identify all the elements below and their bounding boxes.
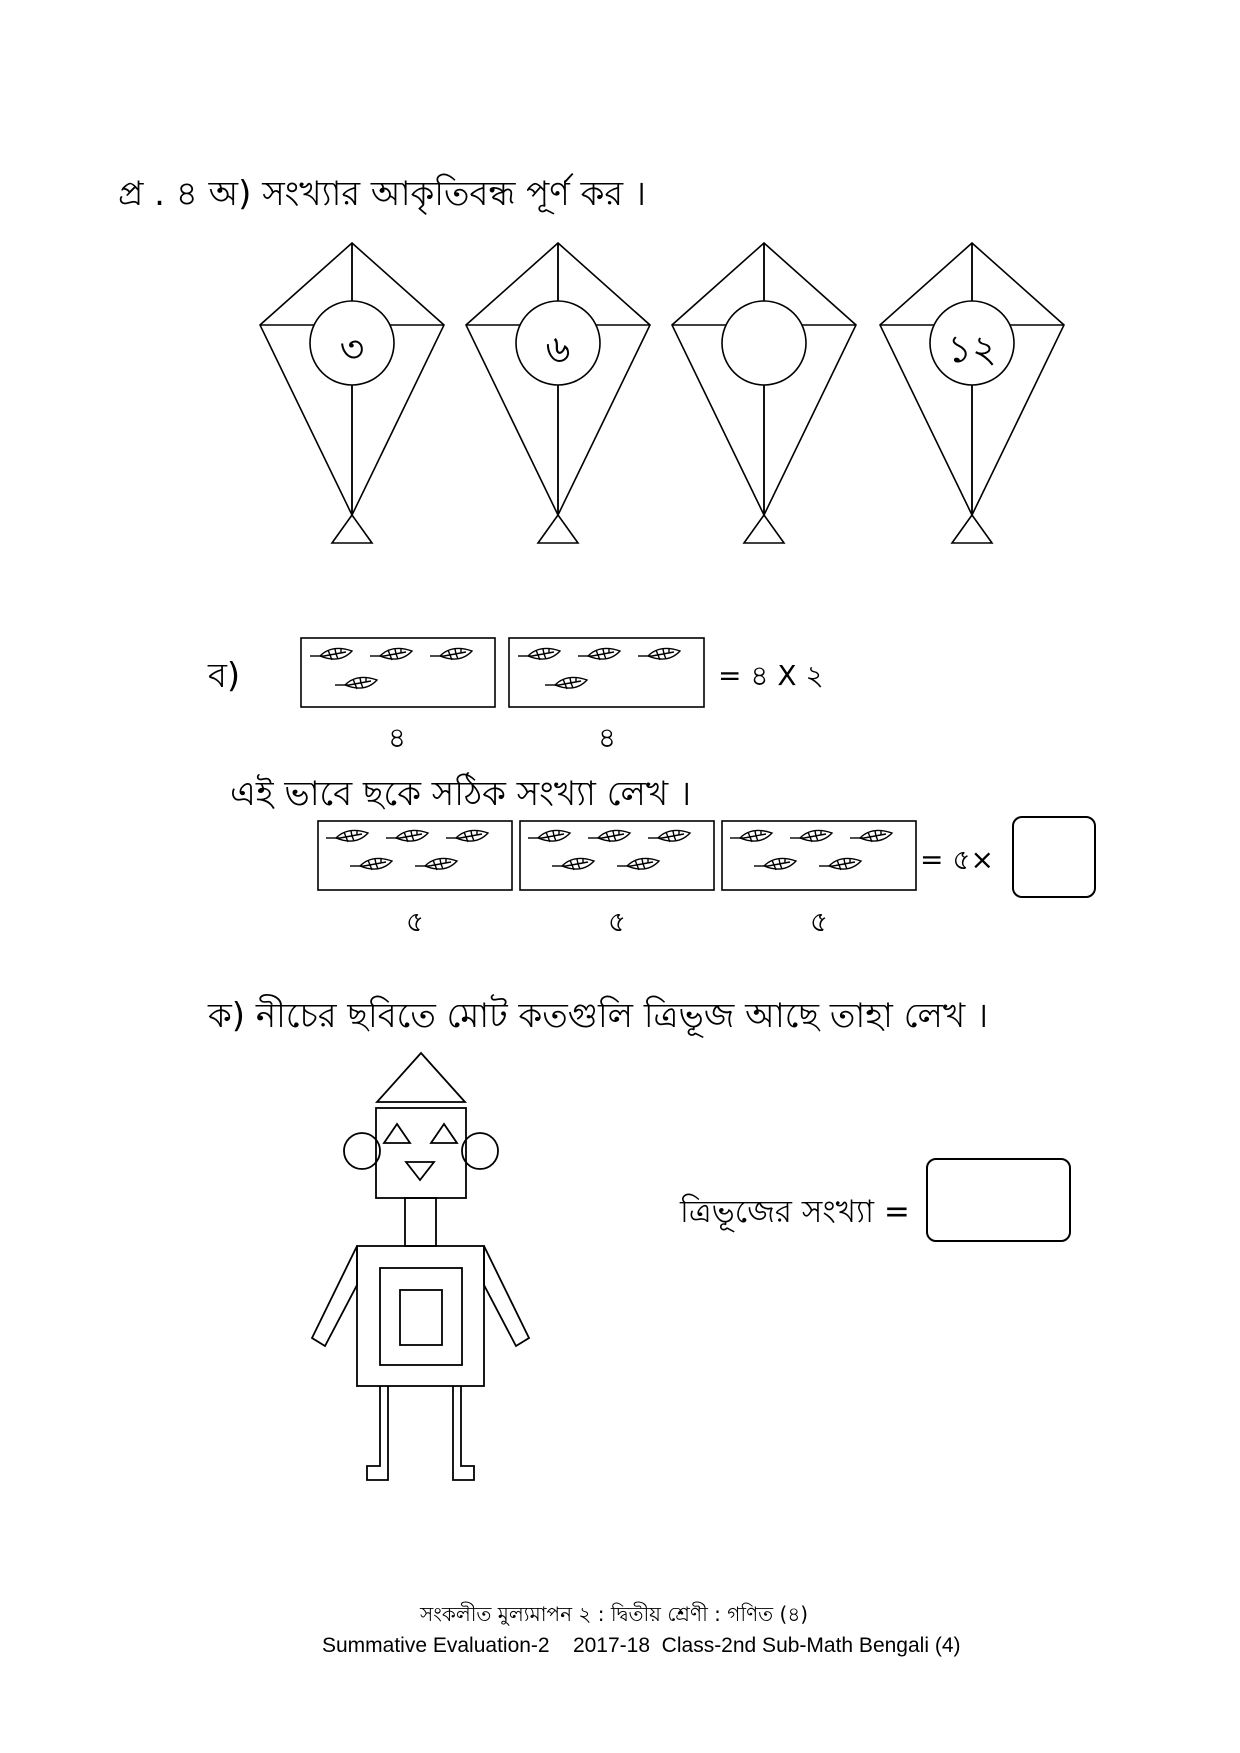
- part-b-instruction: এই ভাবে ছকে সঠিক সংখ্যা লেখ ।: [230, 774, 692, 814]
- example-leaf-box-2: [508, 637, 705, 708]
- kite-3: [671, 242, 857, 544]
- example-leaves-2: [517, 647, 681, 690]
- exercise-leaves-1: [325, 829, 489, 871]
- example-count-1: ৪: [387, 721, 407, 754]
- kite-number-1: ৩: [339, 327, 365, 371]
- footer-english: Summative Evaluation-2 2017-18 Class-2nd…: [322, 1634, 961, 1657]
- exercise-leaves-2: [527, 829, 691, 871]
- exercise-count-3: ৫: [809, 905, 829, 938]
- exercise-leaf-box-3: [721, 820, 917, 891]
- part-k-heading: ক) নীচের ছবিতে মোট কতগুলি ত্রিভূজ আছে তা…: [208, 996, 989, 1036]
- exercise-equation: = ৫×: [920, 843, 994, 876]
- exercise-leaf-box-2: [519, 820, 715, 891]
- exercise-count-1: ৫: [405, 905, 425, 938]
- robot-figure: [310, 1051, 531, 1481]
- example-leaf-box-1: [300, 637, 496, 708]
- example-leaves-1: [309, 647, 473, 690]
- exercise-leaf-box-1: [317, 820, 513, 891]
- triangle-count-answer-box[interactable]: [926, 1158, 1071, 1242]
- example-equation: = ৪ X ২: [718, 659, 824, 692]
- footer-bengali: সংকলীত মুল্যমাপন ২ : দ্বিতীয় শ্রেণী : গ…: [420, 1602, 809, 1626]
- kite-1: [259, 242, 445, 544]
- kite-2: [465, 242, 651, 544]
- exercise-leaves-3: [729, 829, 893, 871]
- exercise-count-2: ৫: [607, 905, 627, 938]
- kite-number-2: ৬: [545, 327, 571, 371]
- question-4-heading: প্র . ৪ অ) সংখ্যার আকৃতিবন্ধ পূর্ণ কর ।: [118, 174, 647, 214]
- part-b-label: ব): [208, 656, 241, 696]
- exercise-answer-box[interactable]: [1012, 816, 1096, 898]
- triangle-count-label: ত্রিভূজের সংখ্যা =: [680, 1194, 910, 1230]
- kite-number-4: ১২: [947, 327, 997, 371]
- kite-4: [879, 242, 1065, 544]
- example-count-2: ৪: [597, 721, 617, 754]
